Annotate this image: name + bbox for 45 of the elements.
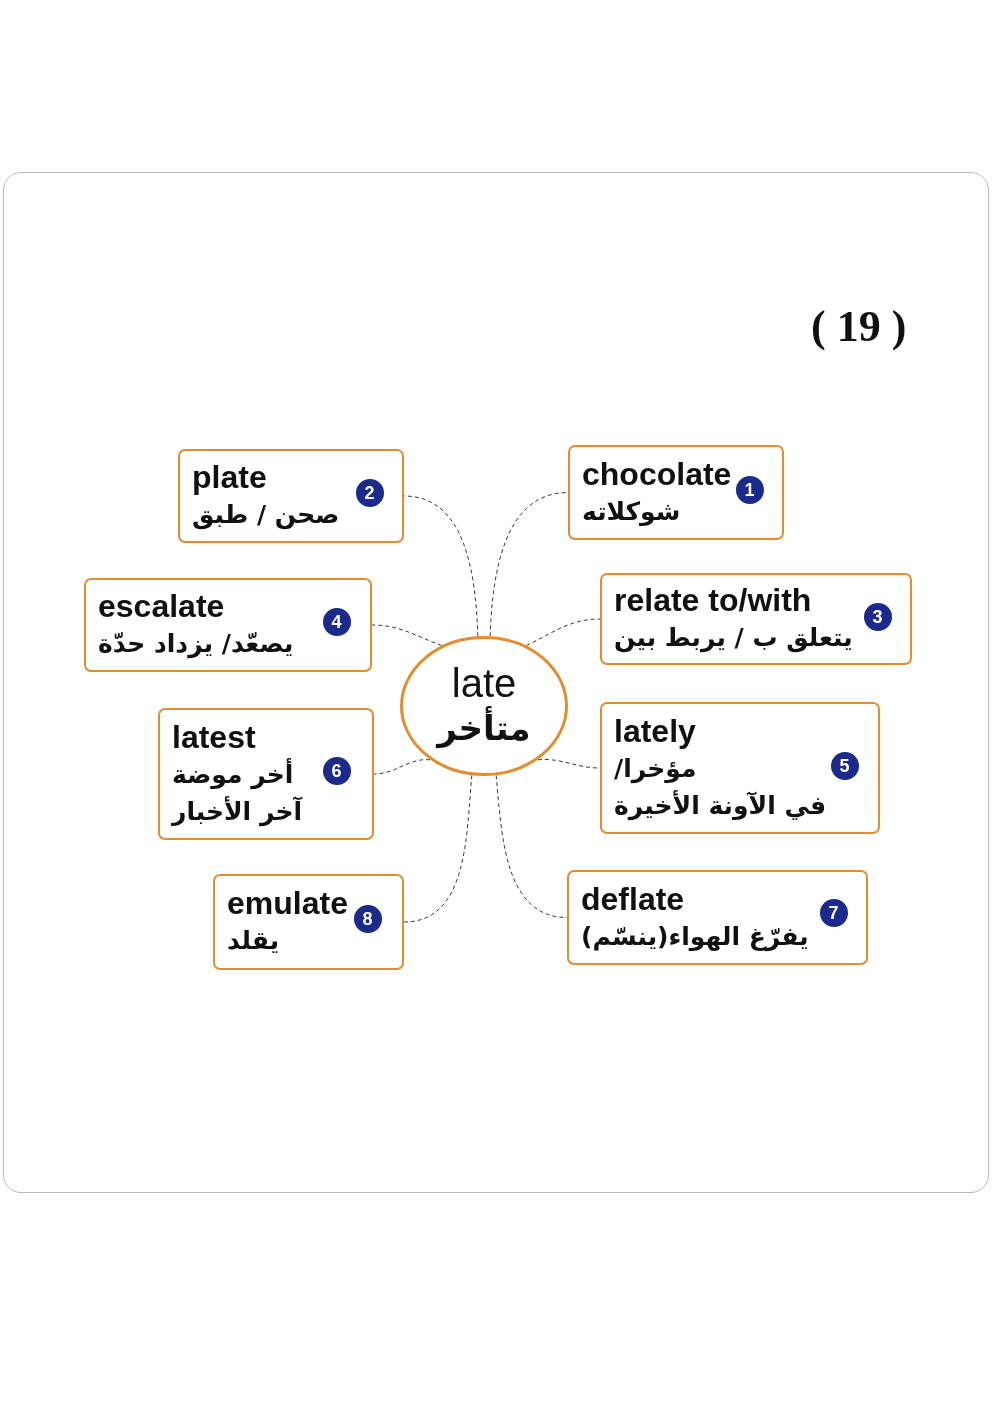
connector-line [371,624,443,646]
number-badge: 3 [861,600,894,633]
headword: deflate [581,880,685,918]
word-box [567,870,868,965]
headword: emulate [227,885,348,922]
number-badge: 8 [351,902,384,935]
headword: lately [614,712,696,750]
connector-line [403,774,473,923]
arabic-translation: شوكلاته [582,495,681,528]
word-box [178,449,404,543]
word-box [213,874,404,970]
word-box [84,578,372,672]
arabic-translation: أخر موضة [172,757,294,792]
number-badge: 6 [320,754,353,787]
word-box [158,708,374,840]
connector-line [403,495,479,637]
arabic-translation: مؤخرا/ [614,752,697,786]
headword: late [451,661,517,705]
connector-line [495,774,568,918]
arabic-translation: صحن / طبق [192,499,340,532]
headword: chocolate [582,455,732,493]
number-badge: 4 [320,605,353,638]
headword: relate to/with [614,582,812,619]
arabic-translation: يتعلق ب / يربط بين [614,622,853,655]
headword: escalate [98,588,225,625]
arabic-translation: يصعّد/ يزداد حدّة [98,628,294,661]
number-badge: 5 [828,749,861,782]
arabic-translation: يقلد [227,925,280,957]
word-box [600,573,912,665]
arabic-translation: متأخر [437,705,531,751]
word-box [568,445,784,540]
arabic-translation: في الآونة الأخيرة [614,789,827,823]
number-badge: 1 [733,473,766,506]
number-badge: 2 [353,476,386,509]
number-badge: 7 [817,896,850,929]
headword: plate [192,459,267,496]
connector-line [525,618,601,646]
page-number: ( 19 ) [811,302,907,352]
arabic-translation: يفرّغ الهواء(ينسّم) [581,920,809,954]
connector-line [489,492,569,637]
word-box [600,702,880,834]
word-circle [400,636,568,776]
arabic-translation: آخر الأخبار [172,795,303,829]
headword: latest [172,718,256,756]
connector-line [373,759,431,775]
